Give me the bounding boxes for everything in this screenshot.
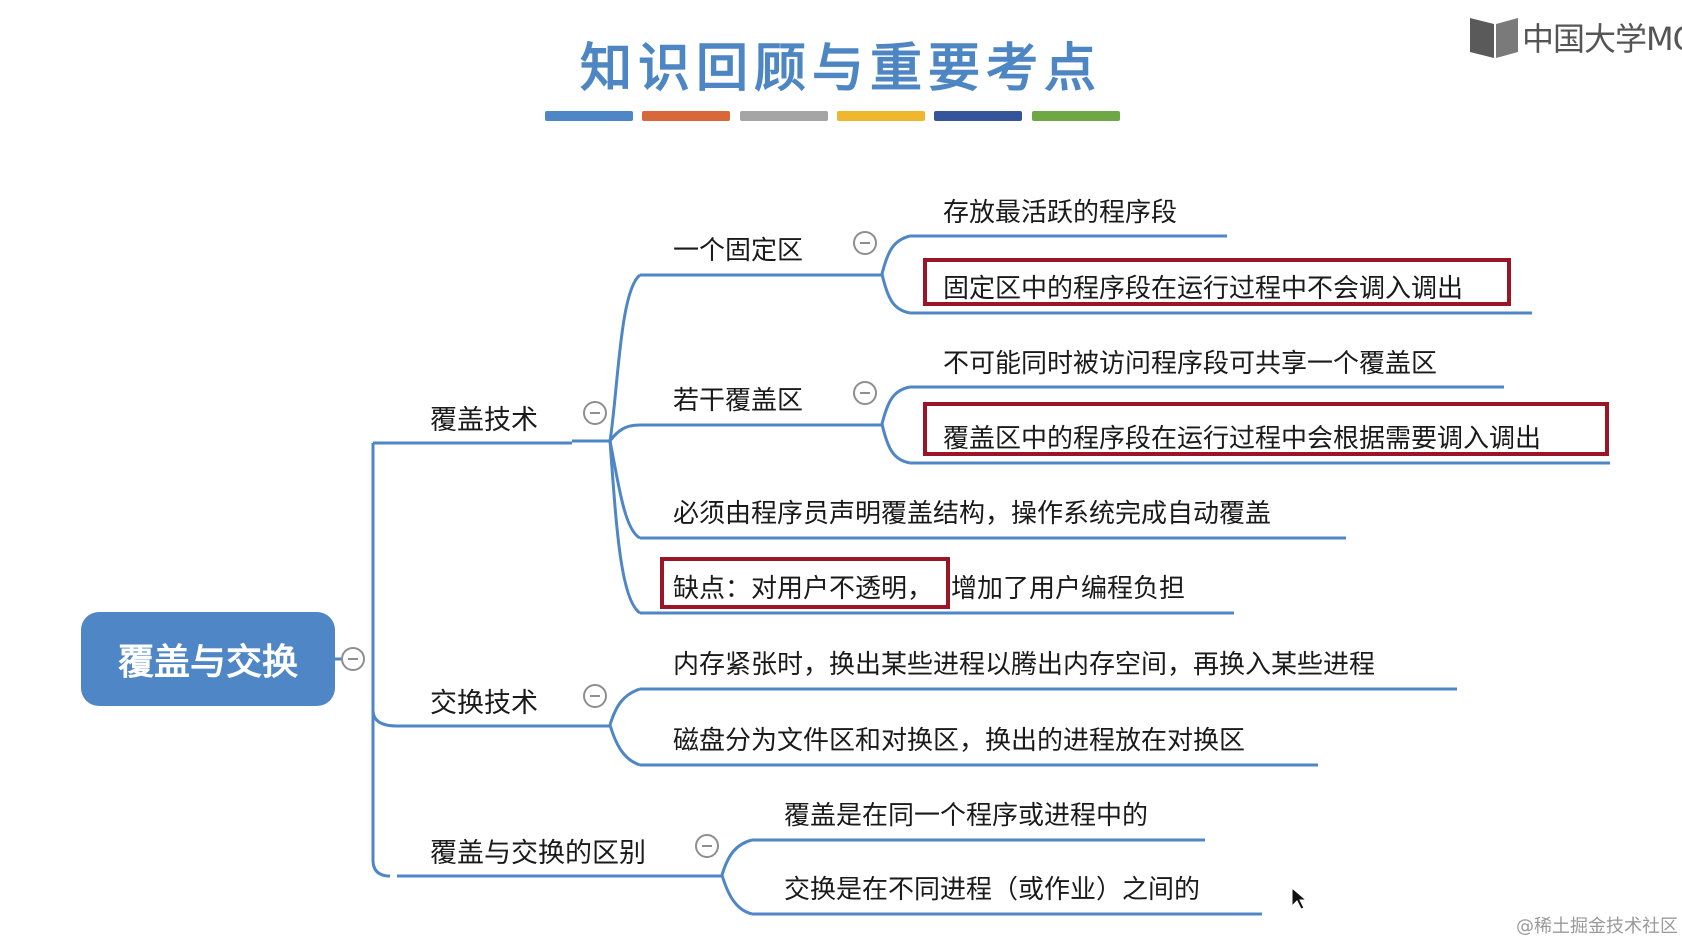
collapse-toggle-root[interactable] (341, 647, 365, 671)
leaf-swap-2[interactable]: 磁盘分为文件区和对换区，换出的进程放在对换区 (673, 726, 1246, 756)
branch-difference[interactable]: 覆盖与交换的区别 (430, 838, 646, 869)
branch-overlay[interactable]: 覆盖技术 (430, 405, 538, 436)
collapse-toggle-fixed-area[interactable] (853, 231, 877, 255)
leaf-difference-2[interactable]: 交换是在不同进程（或作业）之间的 (784, 875, 1201, 905)
leaf-fixed-area-2[interactable]: 固定区中的程序段在运行过程中不会调入调出 (943, 274, 1464, 304)
color-bar-gray (740, 111, 828, 121)
collapse-toggle-overlay[interactable] (583, 401, 607, 425)
leaf-overlay-drawback-a[interactable]: 缺点：对用户不透明， (673, 574, 934, 604)
highlight-box (923, 258, 1511, 306)
collapse-toggle-difference[interactable] (695, 834, 719, 858)
color-bar-green (1032, 111, 1120, 121)
color-bar-orange (642, 111, 730, 121)
leaf-difference-1[interactable]: 覆盖是在同一个程序或进程中的 (784, 801, 1149, 831)
leaf-overlay-areas-1[interactable]: 不可能同时被访问程序段可共享一个覆盖区 (943, 349, 1438, 379)
highlight-box (923, 402, 1609, 456)
color-bar-yellow (837, 111, 925, 121)
leaf-fixed-area-1[interactable]: 存放最活跃的程序段 (943, 198, 1178, 228)
logo-text: 中国大学MO (1522, 20, 1682, 58)
branch-swap[interactable]: 交换技术 (430, 688, 538, 719)
leaf-swap-1[interactable]: 内存紧张时，换出某些进程以腾出内存空间，再换入某些进程 (673, 650, 1376, 680)
mouse-cursor-icon (1291, 886, 1308, 910)
leaf-overlay-areas-2[interactable]: 覆盖区中的程序段在运行过程中会根据需要调入调出 (943, 424, 1542, 454)
color-bar-navy (934, 111, 1022, 121)
root-node[interactable]: 覆盖与交换 (81, 612, 335, 706)
page-title: 知识回顾与重要考点 (579, 38, 1102, 99)
leaf-overlay-drawback-b[interactable]: 增加了用户编程负担 (951, 574, 1186, 604)
highlight-box (660, 557, 950, 609)
node-overlay-areas[interactable]: 若干覆盖区 (673, 386, 804, 416)
book-icon (1470, 18, 1518, 58)
color-bar-blue (545, 111, 633, 121)
collapse-toggle-swap[interactable] (583, 684, 607, 708)
watermark: @稀土掘金技术社区 (1516, 916, 1678, 937)
node-fixed-area[interactable]: 一个固定区 (673, 236, 804, 266)
leaf-overlay-declare[interactable]: 必须由程序员声明覆盖结构，操作系统完成自动覆盖 (673, 499, 1272, 529)
collapse-toggle-overlay-areas[interactable] (853, 381, 877, 405)
